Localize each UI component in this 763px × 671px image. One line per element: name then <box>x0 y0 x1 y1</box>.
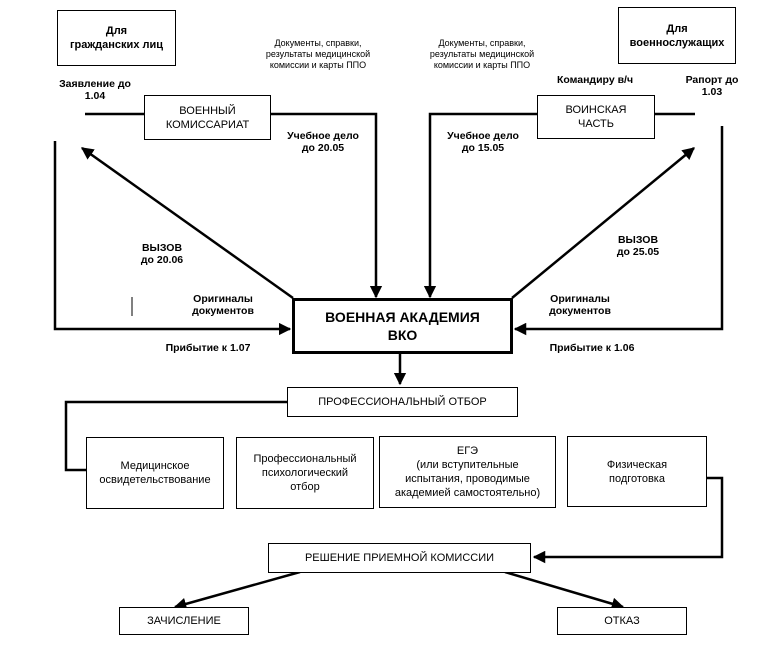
civilians-box: Для гражданских лиц <box>57 10 176 66</box>
originals-label-left: Оригиналы документов <box>192 293 254 317</box>
arrow-file-left <box>270 112 383 299</box>
psych-box: Профессиональный психологический отбор <box>236 437 374 509</box>
file-label-left: Учебное дело до 20.05 <box>287 130 359 154</box>
arrow-physical-decision <box>532 476 724 564</box>
arrow-enrollment <box>173 570 301 610</box>
physical-box: Физическая подготовка <box>567 436 707 507</box>
report-label: Рапорт до 1.03 <box>685 74 739 98</box>
decision-box: РЕШЕНИЕ ПРИЕМНОЙ КОМИССИИ <box>268 543 531 573</box>
docs-label-right: Документы, справки, результаты медицинск… <box>429 38 535 70</box>
commander-label: Командиру в/ч <box>556 74 634 86</box>
arrow-originals-left <box>53 141 292 336</box>
call-label-left: ВЫЗОВ до 20.06 <box>140 242 184 266</box>
originals-label-right: Оригиналы документов <box>549 293 611 317</box>
commissariat-box: ВОЕННЫЙ КОМИССАРИАТ <box>144 95 271 140</box>
application-label: Заявление до 1.04 <box>59 78 131 102</box>
medical-box: Медицинское освидетельствование <box>86 437 224 509</box>
arrow-call-left <box>80 146 294 300</box>
file-label-right: Учебное дело до 15.05 <box>447 130 519 154</box>
ege-box: ЕГЭ (или вступительные испытания, провод… <box>379 436 556 508</box>
docs-label-left: Документы, справки, результаты медицинск… <box>265 38 371 70</box>
arrow-originals-right <box>513 126 724 336</box>
arrow-call-right <box>511 147 695 299</box>
line-selection-medical <box>64 400 288 472</box>
unit-box: ВОИНСКАЯ ЧАСТЬ <box>537 95 655 139</box>
military-box: Для военнослужащих <box>618 7 736 64</box>
arrow-refusal <box>504 570 625 610</box>
arrow-file-right <box>423 112 537 299</box>
arrival-label-left: Прибытие к 1.07 <box>165 342 251 354</box>
arrival-label-right: Прибытие к 1.06 <box>549 342 635 354</box>
prof-selection-box: ПРОФЕССИОНАЛЬНЫЙ ОТБОР <box>287 387 518 417</box>
enrollment-box: ЗАЧИСЛЕНИЕ <box>119 607 249 635</box>
call-label-right: ВЫЗОВ до 25.05 <box>616 234 660 258</box>
academy-box: ВОЕННАЯ АКАДЕМИЯ ВКО <box>292 298 513 354</box>
refusal-box: ОТКАЗ <box>557 607 687 635</box>
